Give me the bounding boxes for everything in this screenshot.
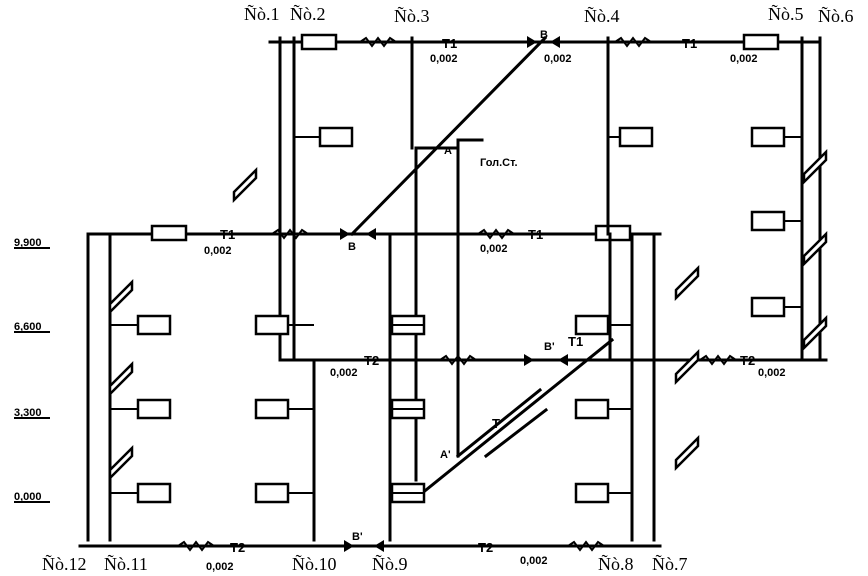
top-valve-box-2: [742, 33, 780, 51]
riser-label-7: Ñò.7: [652, 553, 688, 574]
valve-icon: [550, 36, 560, 48]
riser-label-10: Ñò.10: [292, 553, 337, 574]
slope-label: 0,002: [730, 53, 758, 65]
line-label-return: T2: [740, 353, 755, 368]
mid-valve-box-2: [594, 224, 632, 242]
radiator: [618, 126, 654, 148]
radiator: [750, 296, 786, 318]
riser-label-12: Ñò.12: [42, 553, 87, 574]
radiator: [254, 398, 290, 420]
radiator-connections: [110, 136, 802, 494]
slope-label: 0,002: [480, 243, 508, 255]
line-label-supply: T1: [442, 36, 457, 51]
radiator: [750, 210, 786, 232]
line-label-short: T: [492, 416, 500, 431]
radiator: [254, 314, 290, 336]
valve-icon: [558, 354, 568, 366]
riser-label-2: Ñò.2: [290, 3, 326, 24]
line-label-return: T2: [230, 540, 245, 555]
slope-label: 0,002: [544, 53, 572, 65]
riser-label-5: Ñò.5: [768, 3, 804, 24]
line-label-return: T2: [478, 540, 493, 555]
riser-label-6: Ñò.6: [818, 5, 854, 26]
riser-label-3: Ñò.3: [394, 5, 430, 26]
radiator: [136, 398, 172, 420]
radiator: [574, 398, 610, 420]
slope-label: 0,002: [330, 367, 358, 379]
slope-label: 0,002: [520, 555, 548, 567]
point-label-b: B: [540, 29, 548, 41]
level-label: 6,600: [14, 321, 42, 333]
valve-icon: [527, 36, 537, 48]
point-label-a-prime: A': [440, 449, 451, 461]
point-label-a: A: [444, 145, 452, 157]
line-label-supply: T1: [220, 227, 235, 242]
valve-icon: [374, 540, 384, 552]
supply-main-middle: [86, 224, 662, 242]
valve-icon: [524, 354, 534, 366]
riser-label-8: Ñò.8: [598, 553, 634, 574]
oblique-radiators: [108, 148, 828, 482]
slope-label: 0,002: [206, 561, 234, 573]
level-label: 9,900: [14, 237, 42, 249]
main-riser: [349, 35, 615, 501]
radiator: [136, 314, 172, 336]
radiator: [136, 482, 172, 504]
level-marks: [14, 247, 50, 503]
line-label-return: T2: [364, 353, 379, 368]
level-label: 3,300: [14, 407, 42, 419]
slope-label: 0,002: [204, 245, 232, 257]
valve-icon: [366, 228, 376, 240]
mid-valve-box-1: [150, 224, 188, 242]
riser-label-4: Ñò.4: [584, 5, 620, 26]
point-label-b-low: B': [352, 531, 363, 543]
supply-main-top: [268, 33, 822, 51]
valve-icon: [344, 540, 354, 552]
radiator: [254, 482, 290, 504]
radiators: [136, 126, 786, 504]
level-label: 0,000: [14, 491, 42, 503]
riser-label-1: Ñò.1: [244, 3, 280, 24]
line-label-supply: T1: [682, 36, 697, 51]
riser-label-9: Ñò.9: [372, 553, 408, 574]
radiator: [318, 126, 354, 148]
line-label-supply: T1: [568, 334, 583, 349]
risers: [86, 36, 822, 542]
return-main-bottom: [78, 540, 662, 552]
top-valve-box-1: [300, 33, 338, 51]
radiator: [750, 126, 786, 148]
radiator: [574, 314, 610, 336]
radiator: [574, 482, 610, 504]
slope-label: 0,002: [430, 53, 458, 65]
point-label-b-prime: B': [544, 341, 555, 353]
riser-label-11: Ñò.11: [104, 553, 148, 574]
main-riser-annotation: Гол.Ст.: [480, 157, 518, 169]
line-label-supply: T1: [528, 227, 543, 242]
slope-label: 0,002: [758, 367, 786, 379]
valve-icon: [340, 228, 350, 240]
point-label-b: B: [348, 241, 356, 253]
